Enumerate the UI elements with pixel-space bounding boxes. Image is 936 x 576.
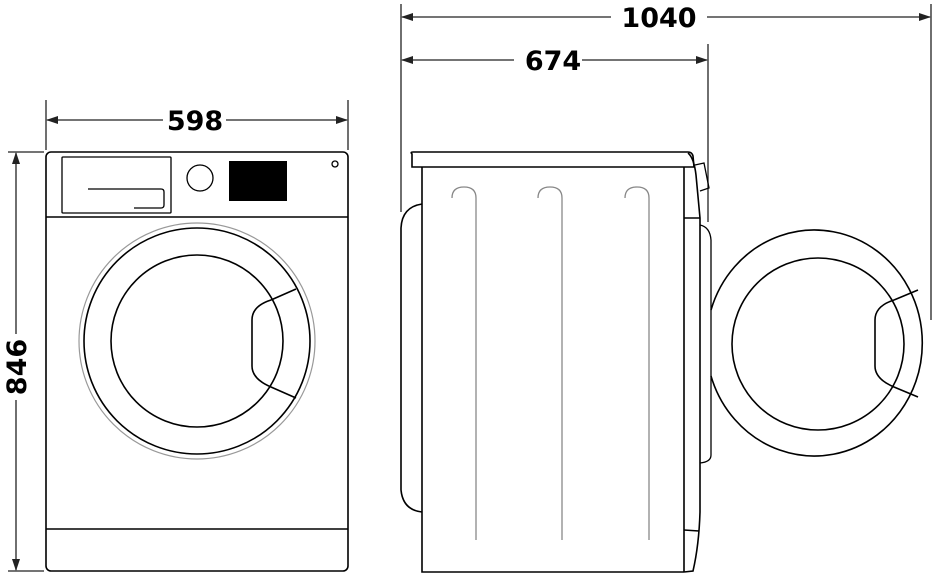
front-body: [45, 151, 349, 572]
height-label: 846: [2, 339, 33, 395]
top-panel: [410, 151, 695, 168]
height-dimension: 846: [2, 151, 44, 572]
side-view: 1040 674: [400, 3, 932, 573]
depth-door-open-label: 1040: [621, 3, 696, 34]
indicator-light: [331, 160, 339, 168]
front-panel-profile: [683, 152, 701, 573]
width-dimension: 598: [45, 100, 349, 150]
front-view: 598 846: [2, 100, 349, 572]
depth-label: 674: [525, 46, 581, 77]
depth-door-open-dimension: 1040: [400, 3, 932, 320]
open-door-handle: [874, 289, 919, 398]
ventilation-grooves: [451, 186, 650, 540]
open-door: [710, 229, 924, 457]
width-label: 598: [167, 106, 223, 137]
door-handle: [251, 288, 297, 399]
rear-bulge: [400, 203, 423, 513]
control-knob-profile: [694, 162, 710, 192]
porthole-door: [78, 222, 316, 460]
display-panel: [229, 161, 287, 201]
depth-dimension: 674: [401, 44, 709, 222]
side-body: [421, 167, 685, 573]
closed-door-profile: [699, 224, 712, 464]
detergent-drawer: [61, 156, 172, 214]
program-knob: [186, 164, 214, 192]
